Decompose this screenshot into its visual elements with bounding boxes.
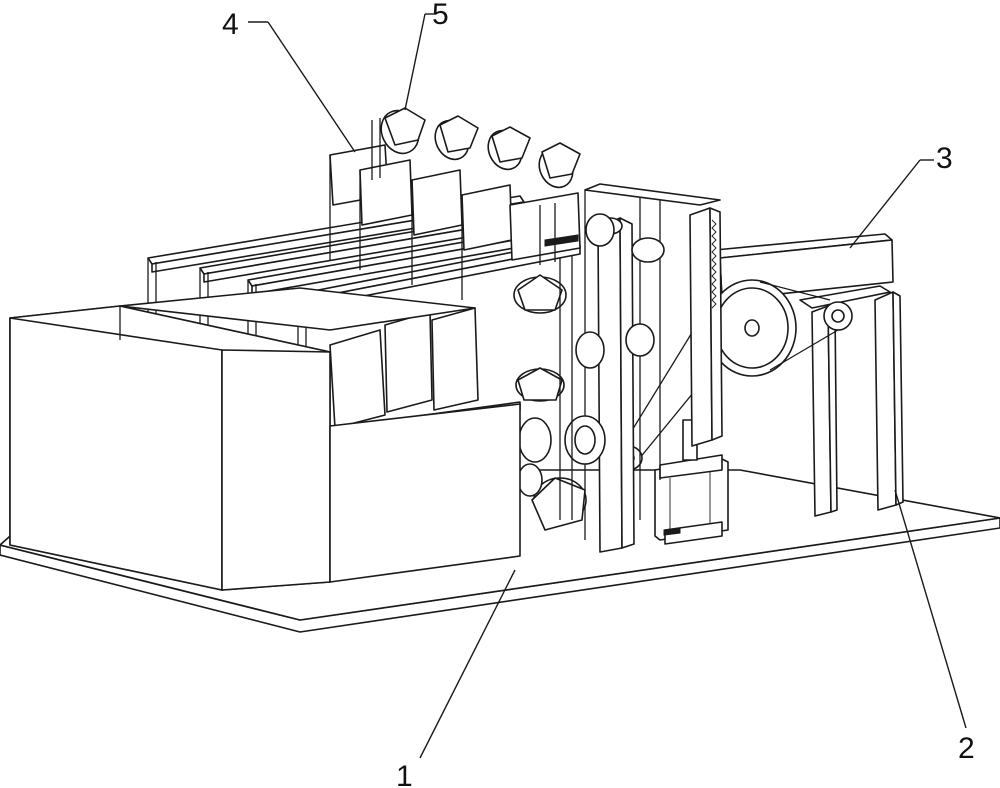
part-labels: 4 5 3 2 1 <box>222 0 975 788</box>
collection-bins <box>9 287 521 591</box>
drive-motor <box>654 419 729 545</box>
label-2: 2 <box>958 732 975 765</box>
label-4: 4 <box>222 8 239 41</box>
label-3: 3 <box>936 142 953 175</box>
cup-holders <box>371 107 581 189</box>
upright-plates <box>329 144 581 300</box>
guide-column <box>584 183 723 553</box>
roller-cluster <box>513 213 665 531</box>
pulley-drive <box>613 279 853 471</box>
leader-lines <box>248 13 967 759</box>
label-1: 1 <box>396 760 413 788</box>
label-5: 5 <box>432 0 449 31</box>
